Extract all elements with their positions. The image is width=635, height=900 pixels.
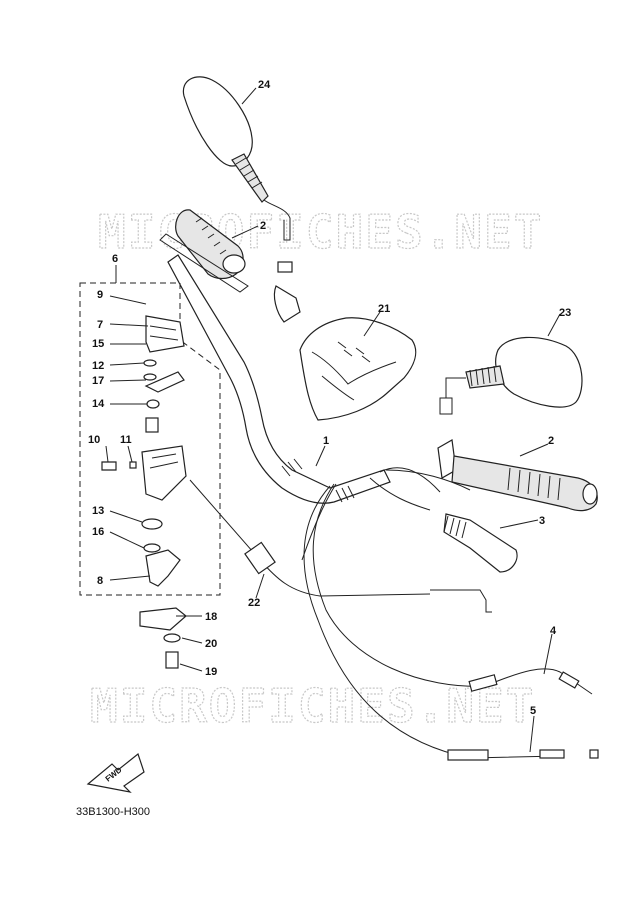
watermark-bottom: MICROFICHES.NET — [90, 679, 535, 733]
callout-18: 18 — [205, 611, 217, 623]
callout-12: 12 — [92, 360, 104, 372]
callout-21: 21 — [378, 303, 390, 315]
left-mirror — [182, 76, 301, 323]
watermark-top: MICROFICHES.NET — [98, 205, 543, 259]
leader-lines — [105, 87, 561, 753]
callout-16: 16 — [92, 526, 104, 538]
callout-5: 5 — [530, 705, 536, 717]
cables — [189, 467, 599, 761]
callout-11: 11 — [120, 434, 132, 446]
callout-24: 24 — [258, 79, 271, 91]
callout-6: 6 — [112, 253, 118, 265]
callout-19: 19 — [205, 666, 217, 678]
handlebar — [167, 254, 391, 504]
callout-23: 23 — [559, 307, 571, 319]
callouts: 24 2 6 9 7 15 12 17 14 10 11 13 16 8 21 … — [88, 79, 571, 717]
callout-17: 17 — [92, 375, 104, 387]
callout-3: 3 — [539, 515, 545, 527]
handlebar-cover — [299, 317, 417, 421]
left-grip — [159, 209, 249, 293]
right-grip — [437, 439, 598, 512]
callout-22: 22 — [248, 597, 260, 609]
callout-8: 8 — [97, 575, 103, 587]
switch-assembly — [79, 282, 221, 669]
callout-2-right-grip: 2 — [548, 435, 554, 447]
callout-14: 14 — [92, 398, 105, 410]
fwd-arrow: FWD — [86, 752, 145, 793]
throttle-boot — [443, 513, 518, 573]
callout-1: 1 — [323, 435, 329, 447]
diagram-code: 33B1300-H300 — [76, 806, 150, 818]
right-mirror — [439, 336, 583, 415]
callout-9: 9 — [97, 289, 103, 301]
callout-2-left-grip: 2 — [260, 220, 266, 232]
callout-10: 10 — [88, 434, 100, 446]
callout-15: 15 — [92, 338, 104, 350]
callout-20: 20 — [205, 638, 217, 650]
callout-7: 7 — [97, 319, 103, 331]
callout-13: 13 — [92, 505, 104, 517]
callout-4: 4 — [550, 625, 557, 637]
